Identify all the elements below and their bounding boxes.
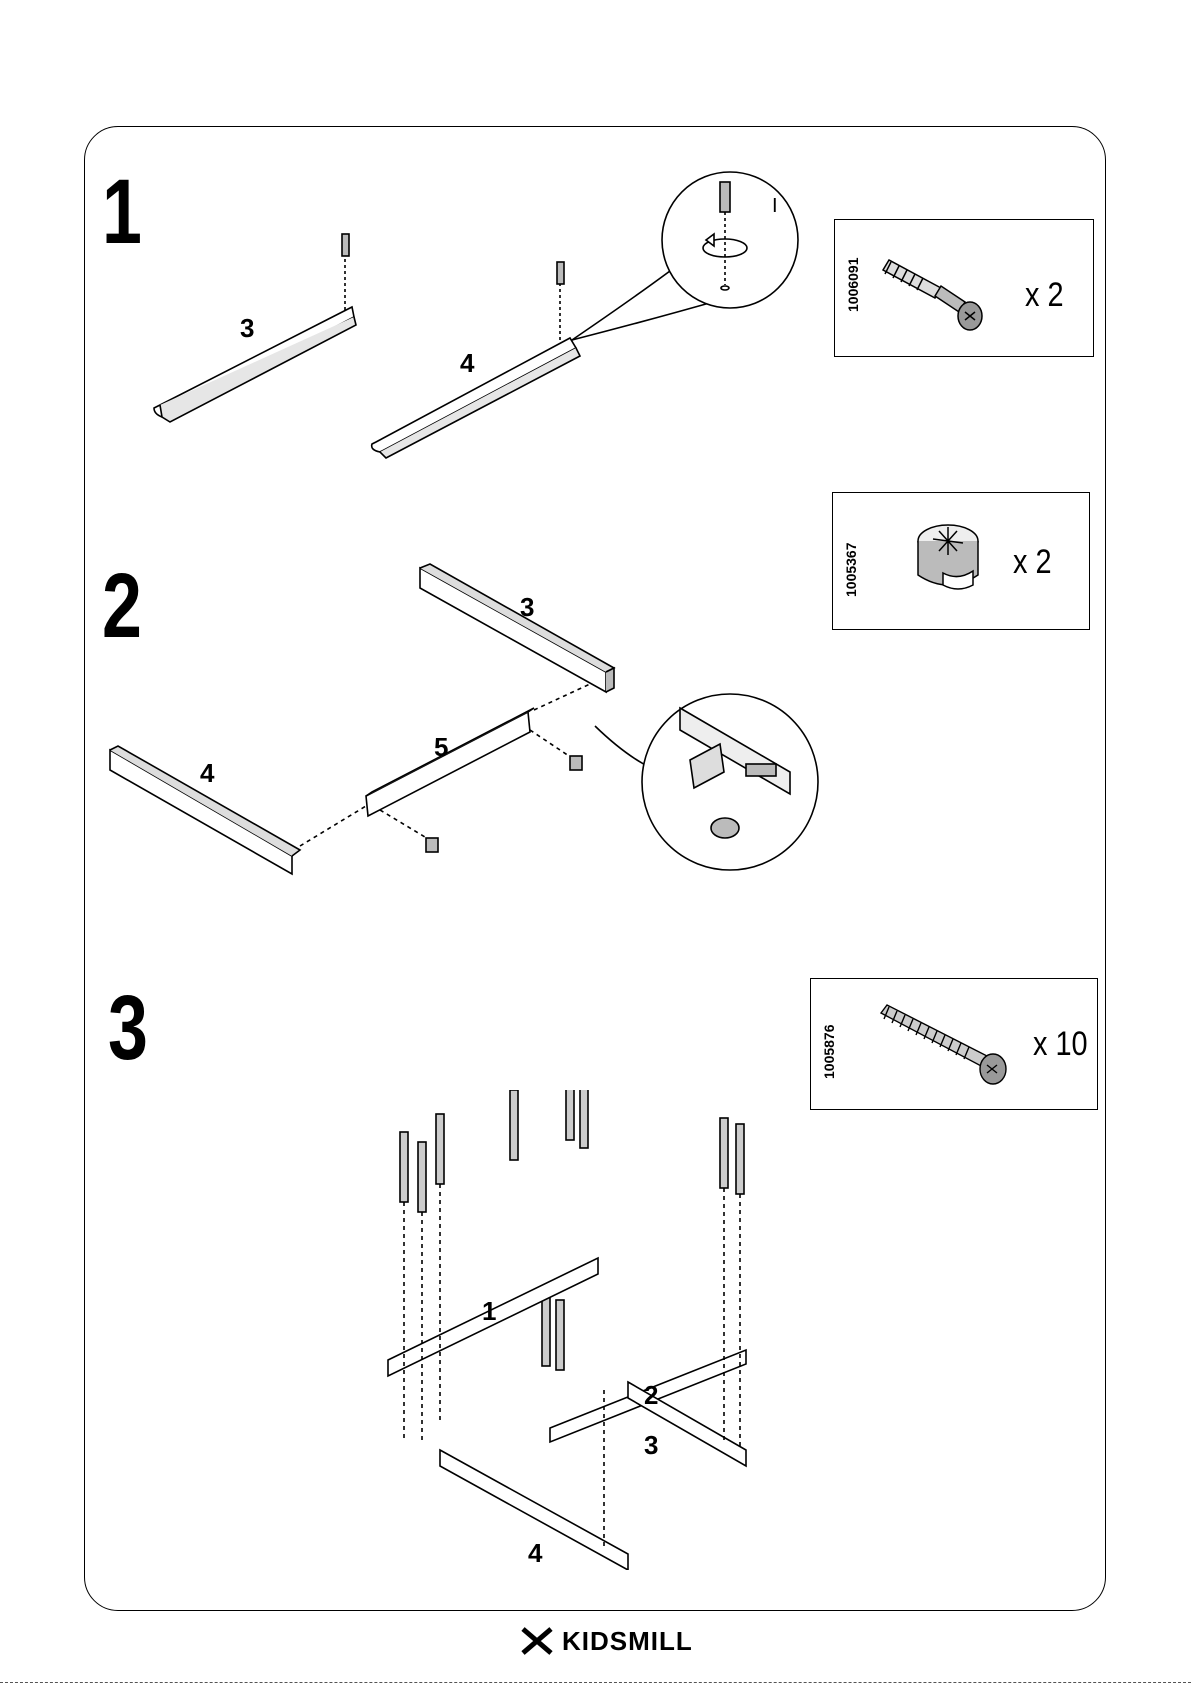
part-code: 1005367 — [843, 542, 859, 597]
hardware-box-screw: 1005876 x 10 — [810, 978, 1098, 1110]
part-code: 1006091 — [845, 257, 861, 312]
board-part-5 — [366, 712, 530, 816]
part-label-3: 3 — [240, 313, 254, 343]
part-label-1: 1 — [482, 1296, 496, 1326]
part-label-3: 3 — [644, 1430, 658, 1460]
quantity-label: x 10 — [1033, 1025, 1088, 1064]
part-label-4: 4 — [200, 758, 215, 788]
cam-bolt-icon — [875, 240, 995, 340]
step-1-number: 1 — [102, 166, 142, 258]
zoom-mark: I — [772, 195, 778, 217]
hardware-box-cam-bolt: 1006091 x 2 — [834, 219, 1094, 357]
kidsmill-logo-icon — [520, 1626, 554, 1656]
brand-name: KIDSMILL — [562, 1626, 693, 1657]
part-label-2: 2 — [644, 1380, 658, 1410]
cam-bolt — [557, 262, 564, 284]
cam-lock — [570, 756, 582, 770]
step-2-diagram: 3 4 5 — [100, 560, 830, 880]
part-code: 1005876 — [821, 1024, 837, 1079]
part-label-4: 4 — [528, 1538, 543, 1568]
board-part-3 — [420, 568, 606, 692]
quantity-label: x 2 — [1025, 276, 1064, 315]
cam-bolt — [342, 234, 349, 256]
step-1-diagram: 3 4 I — [140, 160, 820, 470]
cam-lock — [426, 838, 438, 852]
screw-icon — [871, 993, 1021, 1103]
zoom-circle-2 — [642, 694, 818, 870]
hardware-box-cam-lock: 1005367 x 2 — [832, 492, 1090, 630]
part-label-5: 5 — [434, 732, 448, 762]
step-3-diagram: 1 2 3 4 — [380, 1090, 750, 1570]
bottom-rule — [0, 1682, 1191, 1683]
cam-lock-icon — [903, 513, 993, 613]
part-label-4: 4 — [460, 348, 475, 378]
footer: KIDSMILL — [520, 1624, 693, 1658]
part-label-3: 3 — [520, 592, 534, 622]
step-3-number: 3 — [108, 982, 148, 1074]
quantity-label: x 2 — [1013, 543, 1052, 582]
